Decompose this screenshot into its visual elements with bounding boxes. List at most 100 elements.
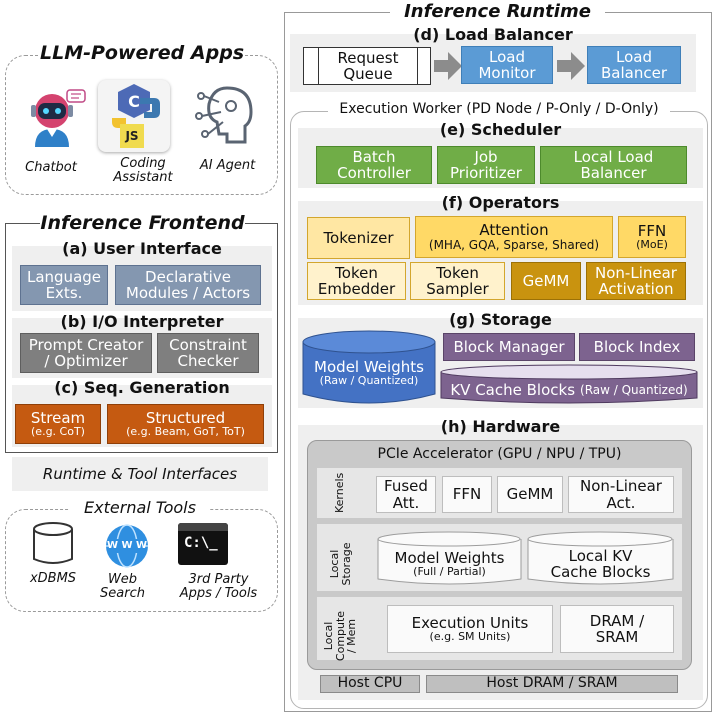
kv-cache-sub: (Raw / Quantized) <box>580 382 688 397</box>
token-embedder-line1: Token <box>335 263 378 282</box>
nonlinear-line1: Non-Linear <box>595 263 677 282</box>
nonlinear-line2: Activation <box>598 280 674 298</box>
structured-box: Structured (e.g. Beam, GoT, ToT) <box>107 404 264 444</box>
token-sampler-line1: Token <box>436 263 479 282</box>
hw-model-weights-sub: (Full / Partial) <box>413 565 486 579</box>
token-sampler-box: Token Sampler <box>410 262 505 300</box>
nonlinear-act-line1: Non-Linear <box>580 477 662 496</box>
third-party-label: 3rd Party Apps / Tools <box>166 570 271 604</box>
nonlinear-activation-box: Non-Linear Activation <box>586 262 686 300</box>
block-manager-box: Block Manager <box>443 333 575 361</box>
job-prioritizer-line2: Prioritizer <box>450 164 522 182</box>
local-lb-line2: Balancer <box>580 164 647 182</box>
constraint-checker-box: Constraint Checker <box>157 333 259 373</box>
terminal-icon: C:\_ <box>178 523 228 565</box>
third-party-line2: Apps / Tools <box>179 586 258 601</box>
dram-sram-box: DRAM / SRAM <box>560 605 674 653</box>
external-tools-title: External Tools <box>70 498 210 517</box>
chatbot-icon <box>27 85 87 150</box>
model-weights-sub: (Raw / Quantized) <box>319 374 419 388</box>
runtime-title: Inference Runtime <box>390 1 605 22</box>
batch-controller-box: Batch Controller <box>316 146 432 184</box>
structured-sub: (e.g. Beam, GoT, ToT) <box>126 425 245 439</box>
nonlinear-act-line2: Act. <box>606 493 636 512</box>
gemm-kernel-box: GeMM <box>497 476 563 513</box>
gemm-op-box: GeMM <box>511 262 581 300</box>
io-interpreter-title: (b) I/O Interpreter <box>60 312 224 331</box>
svg-text:C: C <box>128 92 140 111</box>
ffn-sub: (MoE) <box>636 238 668 252</box>
kv-cache-text: KV Cache Blocks (Raw / Quantized) <box>440 377 698 403</box>
database-icon <box>30 521 76 567</box>
request-queue-box: Request Queue <box>303 47 431 85</box>
request-queue-line2: Queue <box>343 65 393 83</box>
load-balancer-title: (d) Load Balancer <box>413 25 573 44</box>
local-kv-cylinder: Local KV Cache Blocks <box>527 531 674 587</box>
llm-apps-title: LLM-Powered Apps <box>40 42 245 64</box>
request-queue-line1: Request <box>337 48 399 67</box>
load-balancer-line2: Balancer <box>601 64 667 82</box>
model-weights-cylinder: Model Weights (Raw / Quantized) <box>302 330 436 406</box>
model-weights-text: Model Weights (Raw / Quantized) <box>302 354 436 392</box>
prompt-creator-box: Prompt Creator / Optimizer <box>20 333 152 373</box>
local-load-balancer-box: Local Load Balancer <box>540 146 687 184</box>
local-lb-line1: Local Load <box>573 147 654 166</box>
language-exts-box: Language Exts. <box>20 265 108 305</box>
ai-agent-label: AI Agent <box>199 157 256 173</box>
kernels-label: Kernels <box>333 472 346 513</box>
js-badge: JS <box>120 124 144 148</box>
hw-model-weights-text: Model Weights (Full / Partial) <box>377 545 522 583</box>
queue-slot-1 <box>304 48 319 84</box>
block-index-box: Block Index <box>579 333 695 361</box>
pcie-accelerator-title: PCIe Accelerator (GPU / NPU / TPU) <box>377 446 622 462</box>
constraint-checker-line2: Checker <box>177 352 239 370</box>
structured-label: Structured <box>145 408 226 427</box>
fused-att-box: Fused Att. <box>376 476 436 513</box>
request-queue-label: Request Queue <box>319 48 417 84</box>
seq-generation-title: (c) Seq. Generation <box>54 378 230 397</box>
user-interface-title: (a) User Interface <box>62 239 222 258</box>
host-cpu-box: Host CPU <box>320 675 420 693</box>
scheduler-title: (e) Scheduler <box>439 120 562 139</box>
nonlinear-kernel-box: Non-Linear Act. <box>568 476 674 513</box>
attention-label: Attention <box>479 221 549 240</box>
execution-units-label: Execution Units <box>411 613 529 632</box>
local-kv-text: Local KV Cache Blocks <box>527 545 674 583</box>
ffn-kernel-box: FFN <box>442 476 492 513</box>
load-balancer-line1: Load <box>616 47 652 66</box>
local-kv-line2: Cache Blocks <box>550 563 651 581</box>
token-embedder-box: Token Embedder <box>307 262 406 300</box>
kv-cache-cylinder: KV Cache Blocks (Raw / Quantized) <box>440 364 698 406</box>
hw-model-weights-cylinder: Model Weights (Full / Partial) <box>377 531 522 587</box>
arrow-icon <box>434 52 462 80</box>
fused-att-line2: Att. <box>392 493 420 512</box>
job-prioritizer-line1: Job <box>474 147 498 166</box>
ai-agent-icon <box>193 82 255 150</box>
model-weights-label: Model Weights <box>314 357 424 376</box>
local-kv-line1: Local KV <box>568 546 633 565</box>
attention-box: Attention (MHA, GQA, Sparse, Shared) <box>415 216 613 258</box>
dram-sram-line2: SRAM <box>595 628 639 646</box>
load-monitor-line2: Monitor <box>478 64 536 82</box>
execution-worker-title: Execution Worker (PD Node / P-Only / D-O… <box>328 101 670 117</box>
third-party-line1: 3rd Party <box>188 571 249 587</box>
terminal-titlebar <box>178 523 228 531</box>
operators-title: (f) Operators <box>441 193 560 212</box>
coding-assistant-line2: Assistant <box>113 170 173 185</box>
language-exts-line2: Exts. <box>45 284 83 302</box>
coding-assistant-line1: Coding <box>120 155 166 171</box>
tokenizer-box: Tokenizer <box>307 217 410 259</box>
batch-controller-line2: Controller <box>337 164 411 182</box>
prompt-creator-line1: Prompt Creator <box>28 335 144 354</box>
load-monitor-line1: Load <box>489 47 525 66</box>
web-search-line1: Web <box>107 571 138 587</box>
dram-sram-line1: DRAM / <box>589 611 645 630</box>
storage-title: (g) Storage <box>449 310 552 329</box>
web-search-label: Web Search <box>90 570 155 604</box>
frontend-title: Inference Frontend <box>40 212 245 234</box>
declarative-line2: Modules / Actors <box>125 284 251 302</box>
web-icon: W W W <box>104 523 150 569</box>
queue-slot-2 <box>417 48 430 84</box>
load-balancer-box: Load Balancer <box>587 46 681 84</box>
